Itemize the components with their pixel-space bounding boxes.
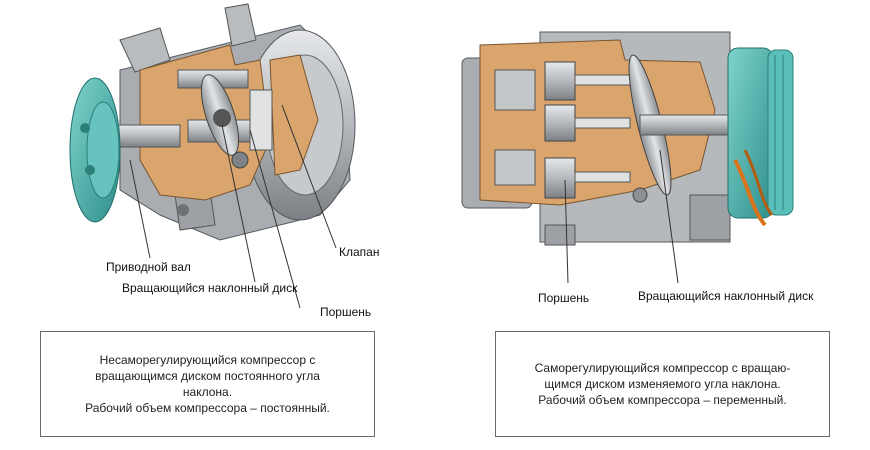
label-valve: Клапан	[339, 245, 380, 259]
caption-box-right: Саморегулирующийся компрессор с вращаю- …	[495, 331, 830, 437]
label-piston-right: Поршень	[538, 291, 590, 305]
label-piston-left: Поршень	[320, 305, 372, 319]
caption-right-line2: щимся диском изменяемого угла наклона.	[544, 377, 781, 391]
caption-left-line3: наклона.	[182, 385, 233, 399]
left-compressor-drawing	[69, 3, 356, 309]
caption-left-line4: Рабочий объем компрессора – постоянный.	[85, 401, 330, 415]
label-swash-plate-right: Вращающийся наклонный диск	[638, 289, 814, 303]
label-drive-shaft: Приводной вал	[106, 260, 191, 274]
caption-left-line2: вращающимся диском постоянного угла	[95, 369, 320, 383]
right-compressor-drawing	[461, 31, 794, 284]
caption-right-line3: Рабочий объем компрессора – переменный.	[538, 393, 787, 407]
label-swash-plate-left: Вращающийся наклонный диск	[122, 281, 298, 295]
caption-left-line1: Несаморегулирующийся компрессор с	[99, 353, 316, 367]
caption-box-left: Несаморегулирующийся компрессор с вращаю…	[40, 331, 375, 437]
caption-right-line1: Саморегулирующийся компрессор с вращаю-	[534, 361, 791, 375]
